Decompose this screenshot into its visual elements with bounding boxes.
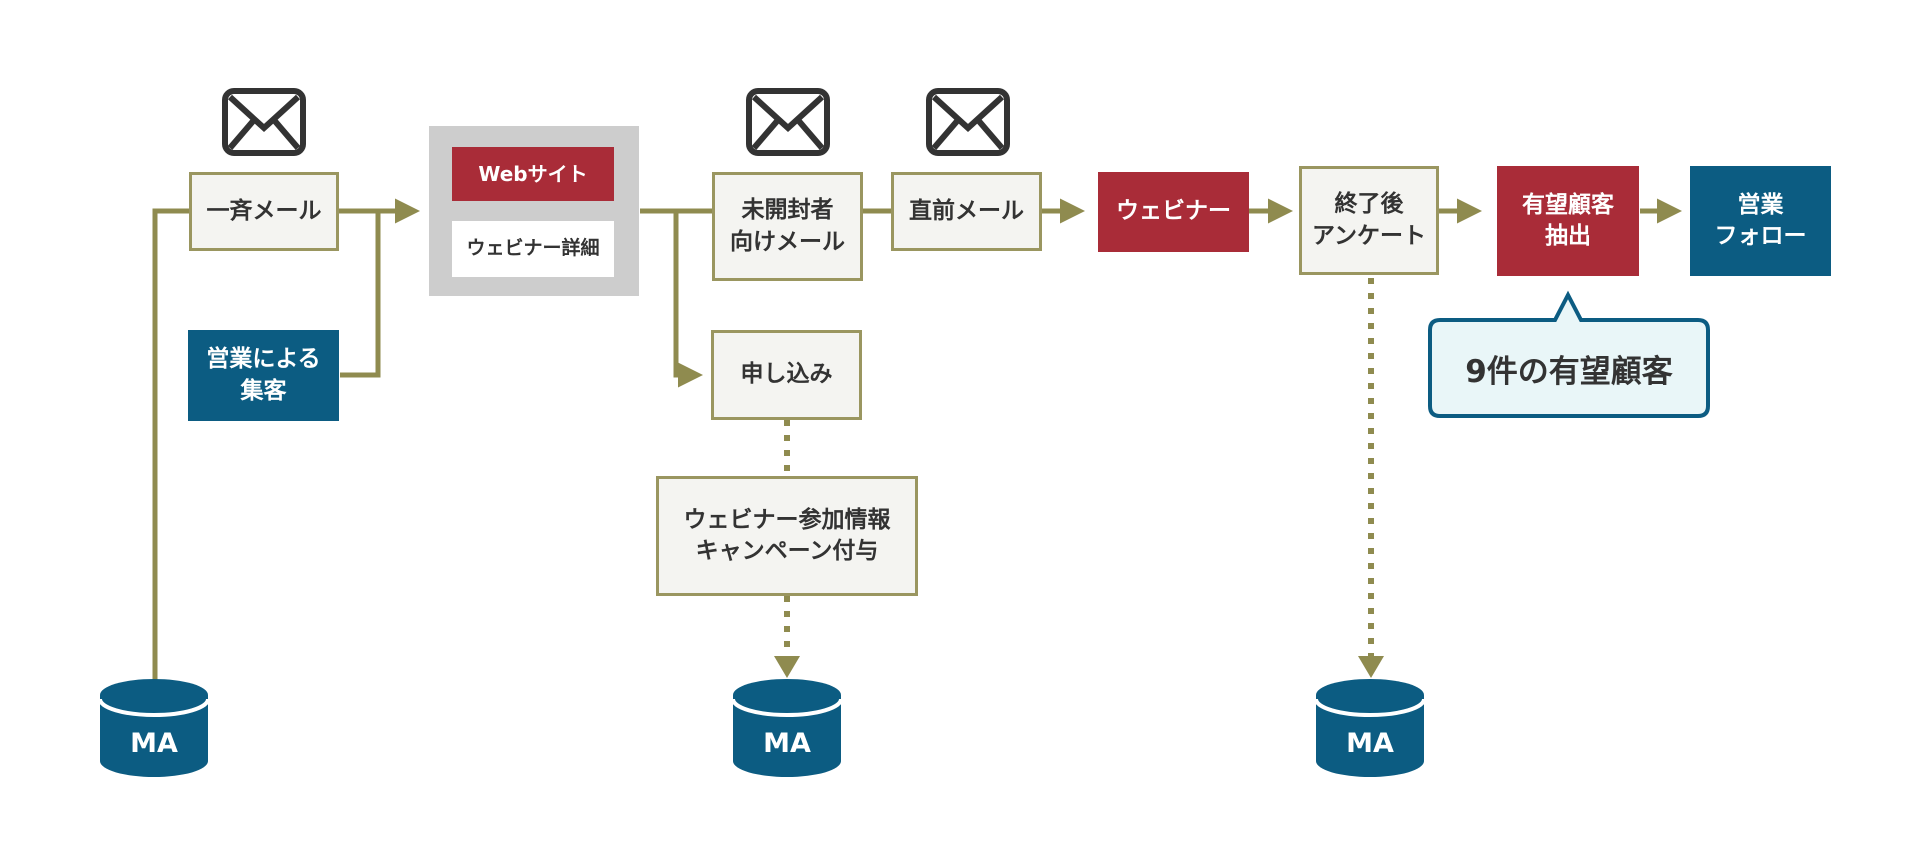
sales-attract-box: 営業による 集客 xyxy=(188,330,339,421)
apply-box: 申し込み xyxy=(711,330,862,420)
bulk-mail-box: 一斉メール xyxy=(189,172,339,251)
sales-follow-box: 営業 フォロー xyxy=(1690,166,1831,276)
prospect-extract-box: 有望顧客 抽出 xyxy=(1497,166,1639,276)
ma-database-label: MA xyxy=(130,728,178,759)
database-icon xyxy=(1314,679,1426,777)
last-minute-mail-box: 直前メール xyxy=(891,172,1042,251)
webinar-box: ウェビナー xyxy=(1098,172,1249,252)
website-box: Webサイト xyxy=(452,147,614,201)
post-survey-box: 終了後 アンケート xyxy=(1299,166,1439,275)
web-to-apply-arrow xyxy=(673,211,703,388)
prospect-count-callout xyxy=(1428,290,1710,418)
webinar-detail-box: ウェビナー詳細 xyxy=(452,221,614,277)
envelope-icon xyxy=(746,88,830,156)
unopened-mail-box: 未開封者 向けメール xyxy=(712,172,863,281)
prospect-count-text: 9件の有望顧客 xyxy=(1465,353,1673,390)
sales-join-line xyxy=(340,211,381,378)
database-icon xyxy=(731,679,843,777)
campaign-info-box: ウェビナー参加情報 キャンペーン付与 xyxy=(656,476,918,596)
survey-to-ma-arrowhead xyxy=(1358,656,1384,678)
envelope-icon xyxy=(926,88,1010,156)
database-icon xyxy=(98,679,210,777)
ma-to-bulk-mail-line xyxy=(152,208,190,680)
campaign-to-ma-arrowhead xyxy=(774,656,800,678)
ma-database-label: MA xyxy=(1346,728,1394,759)
ma-database-label: MA xyxy=(763,728,811,759)
envelope-icon xyxy=(222,88,306,156)
